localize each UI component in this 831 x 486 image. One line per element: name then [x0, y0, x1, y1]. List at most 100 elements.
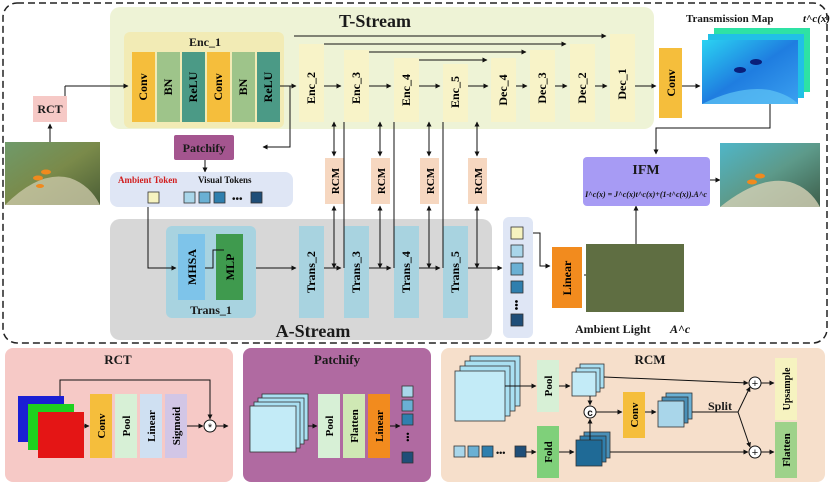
ifm-block — [583, 157, 710, 206]
enc-2-label: Enc_2 — [304, 72, 318, 104]
ambient-light-patch — [586, 244, 684, 312]
enc1-bn-1 — [157, 52, 180, 122]
token-dots: ••• — [232, 194, 243, 205]
visual-token-4 — [250, 191, 263, 204]
rcm-pool-block — [537, 360, 559, 412]
rct-sigmoid-block — [165, 394, 187, 458]
enc1-relu-2 — [257, 52, 280, 122]
ambient-light-label: Ambient Light — [575, 322, 651, 336]
conv-output-block — [659, 48, 682, 118]
output-token-1 — [510, 244, 524, 258]
trans-blocks — [299, 226, 468, 318]
enc-5-label: Enc_5 — [448, 76, 462, 108]
rcm-conv-label: Conv — [629, 402, 641, 428]
visual-token-1 — [183, 191, 196, 204]
enc1-bn-1-label: BN — [161, 78, 175, 95]
enc-3-block — [344, 50, 369, 122]
mlp-block — [216, 234, 243, 300]
transmission-map-image — [702, 28, 810, 104]
rct-detail-title: RCT — [104, 352, 132, 367]
rct-sigmoid-label: Sigmoid — [171, 407, 183, 446]
rcm-flatten-label: Flatten — [781, 433, 793, 467]
enc-5-block — [443, 64, 468, 122]
rct-conv-label: Conv — [96, 413, 108, 439]
rct-block — [33, 96, 67, 122]
enc1-conv-1 — [132, 52, 155, 122]
rcm-block-4 — [468, 158, 487, 204]
enc-2-block — [299, 44, 324, 122]
dec-4-block — [491, 58, 516, 122]
rcm-connections — [147, 104, 771, 278]
patchify-linear-label: Linear — [374, 410, 386, 442]
enc1-conv-2-label: Conv — [211, 73, 225, 100]
input-underwater-image — [5, 142, 100, 205]
rcm-token-2 — [467, 445, 480, 458]
mhsa-block — [178, 234, 205, 300]
trans-4-label: Trans_4 — [399, 251, 413, 293]
output-token-3 — [510, 280, 524, 294]
output-token-column — [503, 217, 533, 338]
patchify-flatten-label: Flatten — [349, 409, 361, 443]
trans-2-label: Trans_2 — [304, 251, 318, 293]
dec-3-label: Dec_3 — [535, 72, 549, 103]
trans1-title: Trans_1 — [190, 303, 232, 317]
patchify-pool-label: Pool — [324, 416, 336, 437]
trans-3-label: Trans_3 — [349, 251, 363, 293]
dec-4-label: Dec_4 — [496, 74, 510, 105]
visual-token-3 — [213, 191, 226, 204]
rcm-block-2 — [371, 158, 390, 204]
t-stream-title: T-Stream — [339, 11, 411, 31]
mhsa-label: MHSA — [185, 249, 199, 285]
rcm-fold-label: Fold — [543, 441, 555, 462]
output-token-dots: ••• — [512, 299, 523, 310]
mlp-label: MLP — [223, 254, 237, 281]
output-enhanced-image — [720, 143, 820, 207]
rct-pool-label: Pool — [121, 416, 133, 437]
rct-linear-label: Linear — [146, 410, 158, 442]
trans-5-block — [443, 226, 468, 318]
trans-3-block — [344, 226, 369, 318]
rcm-upsample-label: Upsample — [782, 367, 793, 410]
rcm-upsample-block — [775, 358, 797, 420]
enc-dec-blocks — [299, 34, 635, 122]
rcm-4-label: RCM — [473, 167, 485, 194]
ambient-token — [147, 191, 160, 204]
trans-2-block — [299, 226, 324, 318]
rcm-token-4 — [514, 445, 527, 458]
rcm-1-label: RCM — [330, 167, 342, 194]
enc-4-block — [394, 58, 419, 122]
rcm-flatten-block — [775, 422, 797, 478]
rcm-concat-symbol: c — [587, 408, 593, 419]
patchify-flatten-block — [343, 394, 365, 458]
enc1-conv-2 — [207, 52, 230, 122]
rcm-2-label: RCM — [376, 167, 388, 194]
ambient-token-label: Ambient Token — [118, 175, 177, 185]
rct-label: RCT — [37, 102, 62, 116]
linear-block — [552, 247, 582, 308]
rct-conv-block — [90, 394, 112, 458]
rct-multiply-symbol: * — [208, 422, 213, 434]
a-stream-title: A-Stream — [276, 321, 351, 341]
patchify-token-3 — [401, 413, 414, 426]
dec-1-label: Dec_1 — [615, 68, 629, 99]
dec-2-label: Dec_2 — [575, 72, 589, 103]
rct-linear-block — [140, 394, 162, 458]
ambient-light-symbol: A^c — [669, 322, 691, 336]
rcm-detail-title: RCM — [634, 352, 665, 367]
transmission-map-symbol: t^c(x) — [803, 13, 830, 25]
dec-1-block — [610, 34, 635, 122]
enc1-relu-1-label: ReLU — [186, 71, 200, 102]
visual-token-2 — [198, 191, 211, 204]
ifm-title: IFM — [632, 163, 659, 178]
enc1-bn-2-label: BN — [236, 78, 250, 95]
transmission-map-label: Transmission Map — [686, 13, 774, 25]
dec-2-block — [570, 44, 595, 122]
rcm-token-1 — [453, 445, 466, 458]
enc1-conv-1-label: Conv — [136, 73, 150, 100]
rcm-token-3 — [481, 445, 494, 458]
output-token-4 — [510, 313, 524, 327]
trans-4-block — [394, 226, 419, 318]
rcm-plus-top-symbol: + — [752, 378, 758, 390]
output-ambient-token — [510, 226, 524, 240]
rcm-conv-block — [623, 392, 645, 438]
